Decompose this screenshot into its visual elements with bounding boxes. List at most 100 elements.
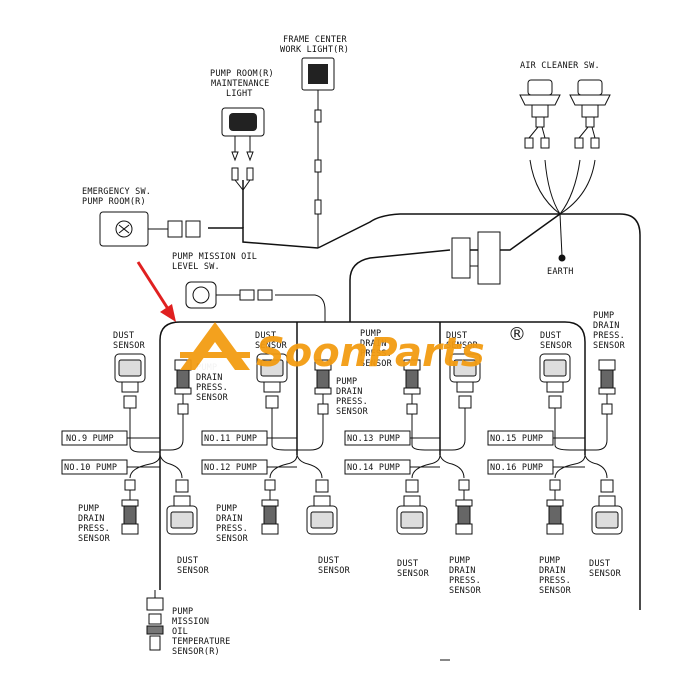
dust-label-11-l2: SENSOR [255, 341, 288, 351]
drain-label-16-l1: PUMP [539, 556, 560, 566]
drain-label-11-l1: PUMP [336, 377, 357, 387]
dust-label-9-l2: SENSOR [113, 341, 146, 351]
oil-level-label-1: PUMP MISSION OIL [172, 252, 257, 262]
pump-label-no10: NO.10 PUMP [61, 459, 128, 475]
frame-center-label-2: WORK LIGHT(R) [280, 45, 349, 55]
mission-oil-level-switch-icon [185, 281, 273, 309]
oil-temp-label-1: PUMP [172, 607, 193, 617]
emergency-switch-icon [99, 211, 201, 247]
drain-label-12-l4: SENSOR [216, 534, 249, 544]
dust-label-15-l2: SENSOR [540, 341, 573, 351]
feed-dust-10 [159, 454, 183, 479]
drain-label-14-l1: PUMP [449, 556, 470, 566]
harness-emergency [208, 227, 319, 249]
drain-label-13-l4: SENSOR [360, 359, 393, 369]
drain-label-16-l4: SENSOR [539, 586, 572, 596]
drain-sensor-14 [455, 479, 473, 535]
oil-temp-label-2: MISSION [172, 617, 209, 627]
pump-label-no13: NO.13 PUMP [344, 430, 411, 446]
pump-label-no9: NO.9 PUMP [61, 430, 128, 446]
frame-center-label-1: FRAME CENTER [283, 35, 347, 45]
lower-sensor-row [121, 479, 623, 535]
drain-label-14-l3: PRESS. [449, 576, 481, 586]
air-cleaner-wire-2 [544, 159, 561, 215]
watermark-text: SoonParts [256, 330, 485, 376]
dust-sensor-9 [114, 353, 146, 409]
red-pointer-arrow-icon [136, 261, 176, 322]
feed-dust-13 [440, 408, 466, 451]
oil-temp-label-4: TEMPERATURE [172, 637, 231, 647]
emergency-label-2: PUMP ROOM(R) [82, 197, 146, 207]
pump-label-no16-text: NO.16 PUMP [490, 463, 543, 473]
watermark-registered: ® [508, 324, 526, 345]
earth-wire [559, 213, 563, 257]
drain-sensor-10 [121, 479, 139, 535]
drain-label-10-l3: PRESS. [78, 524, 110, 534]
feed-drain-12 [269, 454, 298, 479]
pump-label-no14: NO.14 PUMP [344, 459, 411, 475]
dust-sensor-12 [306, 479, 338, 535]
drain-label-13-l1: PUMP [360, 329, 381, 339]
drain-label-9-l4: SENSOR [196, 393, 229, 403]
pump-label-no9-text: NO.9 PUMP [66, 434, 114, 444]
oil-temp-label-3: OIL [172, 627, 188, 637]
pump-label-no13-text: NO.13 PUMP [347, 434, 400, 444]
dust-label-14-l2: SENSOR [397, 569, 430, 579]
pump-room-light-label-1: PUMP ROOM(R) [210, 69, 274, 79]
dust-sensor-11 [256, 353, 288, 409]
feed-drain-15 [585, 405, 608, 451]
dust-label-15-l1: DUST [540, 331, 561, 341]
drain-label-11-l3: PRESS. [336, 397, 368, 407]
feed-drain-14 [439, 454, 465, 479]
drain-sensor-12 [261, 479, 279, 535]
drain-label-11-l4: SENSOR [336, 407, 369, 417]
dust-label-16-l2: SENSOR [589, 569, 622, 579]
pump-label-no11-text: NO.11 PUMP [204, 434, 257, 444]
mission-oil-temp-sensor-icon [146, 597, 164, 651]
air-cleaner-wire-3 [559, 159, 581, 215]
drain-sensor-13 [403, 359, 421, 415]
emergency-label-1: EMERGENCY SW. [82, 187, 151, 197]
drain-label-12-l3: PRESS. [216, 524, 248, 534]
frame-center-light-icon [301, 57, 335, 215]
drain-label-10-l4: SENSOR [78, 534, 111, 544]
drain-label-16-l3: PRESS. [539, 576, 571, 586]
drain-sensor-16 [546, 479, 564, 535]
dust-label-14-l1: DUST [397, 559, 418, 569]
dust-sensor-15 [539, 353, 571, 409]
drain-label-14-l2: DRAIN [449, 566, 476, 576]
drain-label-10-l1: PUMP [78, 504, 99, 514]
pump-room-light-icon [221, 107, 265, 191]
harness-to-connector [349, 249, 451, 322]
drain-sensor-11 [314, 359, 332, 415]
earth-icon [558, 254, 566, 262]
harness-lower-top [159, 321, 586, 440]
feed-dust-14 [411, 454, 441, 479]
dust-label-12-l2: SENSOR [318, 566, 351, 576]
dust-label-13-l2: SENSOR [446, 341, 479, 351]
pump-label-no11: NO.11 PUMP [201, 430, 268, 446]
drain-label-16-l2: DRAIN [539, 566, 566, 576]
feed-drain-16 [554, 454, 586, 479]
drain-label-10-l2: DRAIN [78, 514, 105, 524]
drain-label-9-l2: DRAIN [196, 373, 223, 383]
pump-label-no15: NO.15 PUMP [487, 430, 554, 446]
earth-label: EARTH [547, 267, 574, 277]
drain-label-13-l2: DRAIN [360, 339, 387, 349]
feed-dust-12 [296, 454, 323, 479]
dust-label-13-l1: DUST [446, 331, 467, 341]
oil-level-wire-b [275, 294, 326, 322]
drain-label-15-l1: PUMP [593, 311, 614, 321]
feed-dust-11 [271, 408, 297, 451]
pump-label-no10-text: NO.10 PUMP [64, 463, 117, 473]
pump-label-no12-text: NO.12 PUMP [204, 463, 257, 473]
dust-label-10-l1: DUST [177, 556, 198, 566]
drain-label-12-l2: DRAIN [216, 514, 243, 524]
dust-label-16-l1: DUST [589, 559, 610, 569]
pump-label-no16: NO.16 PUMP [487, 459, 554, 475]
air-cleaner-switch-icon [519, 79, 611, 149]
dust-label-12-l1: DUST [318, 556, 339, 566]
pump-label-no14-text: NO.14 PUMP [347, 463, 400, 473]
feed-drain-11 [297, 405, 324, 451]
